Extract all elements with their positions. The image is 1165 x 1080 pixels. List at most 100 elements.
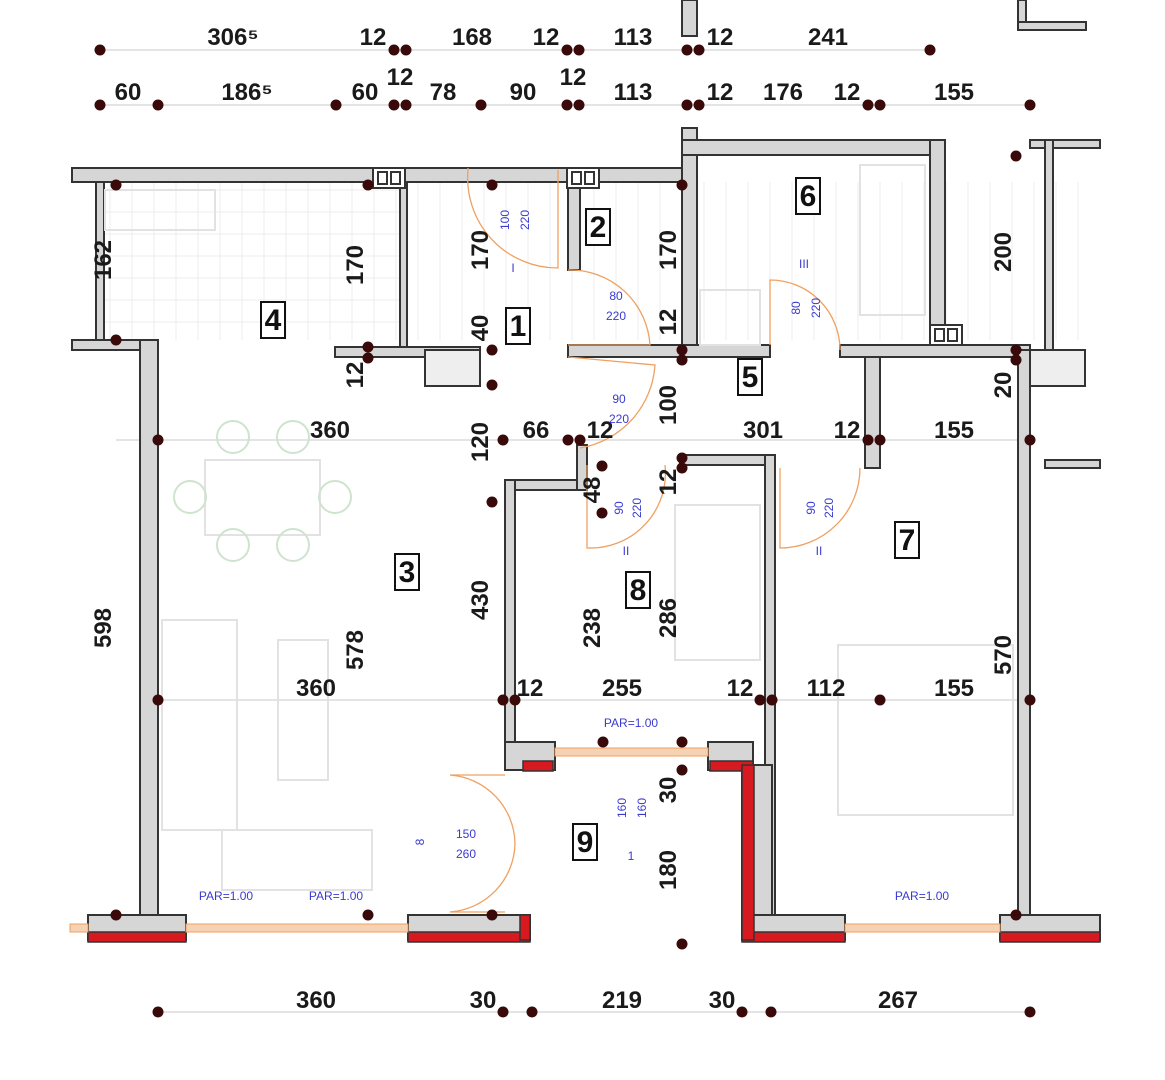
dimension-label: 286 <box>655 598 682 638</box>
room-number-box <box>795 177 821 215</box>
dimension-dot <box>1010 344 1022 356</box>
dimension-label: 12 <box>342 362 369 389</box>
dimension-dot <box>152 694 164 706</box>
room-number: 7 <box>899 524 916 557</box>
room-number: 6 <box>800 180 817 213</box>
dimension-label: 241 <box>808 24 848 51</box>
dimension-dot <box>486 909 498 921</box>
dimension-label: 155 <box>934 675 974 702</box>
dimension-label: 170 <box>655 230 682 270</box>
dimension-label: 578 <box>342 630 369 670</box>
dimension-dot <box>497 694 509 706</box>
door-annotation: III <box>799 257 809 271</box>
dimension-dot <box>362 909 374 921</box>
dimension-dot <box>152 434 164 446</box>
dimension-label: 267 <box>878 987 918 1014</box>
dimension-dot <box>597 736 609 748</box>
dimension-label: 186⁵ <box>221 79 272 106</box>
room-number: 5 <box>742 361 759 394</box>
dimension-label: 12 <box>655 469 682 496</box>
door-annotation: PAR=1.00 <box>199 889 253 903</box>
room-number: 4 <box>265 304 282 337</box>
dimension-dot <box>573 99 585 111</box>
dimension-dot <box>573 44 585 56</box>
dimension-dot <box>400 99 412 111</box>
dimension-dot <box>362 341 374 353</box>
dimension-dot <box>1010 909 1022 921</box>
room-number-box <box>585 208 611 246</box>
door-annotation: 220 <box>609 412 629 426</box>
dimension-label: 219 <box>602 987 642 1014</box>
dimension-label: 100 <box>655 385 682 425</box>
room-number: 8 <box>630 574 647 607</box>
door-annotation: 160 <box>615 798 629 818</box>
dimension-dot <box>400 44 412 56</box>
walls <box>69 0 1101 943</box>
dimension-dot <box>362 352 374 364</box>
dimension-dot <box>874 434 886 446</box>
dimension-dot <box>874 99 886 111</box>
dimension-dot <box>874 694 886 706</box>
door-annotation: 150 <box>456 827 476 841</box>
dimension-dot <box>110 909 122 921</box>
dimension-dot <box>765 1006 777 1018</box>
dimension-dot <box>561 99 573 111</box>
dimension-label: 570 <box>990 635 1017 675</box>
room-number: 3 <box>399 556 416 589</box>
doors <box>449 168 861 913</box>
dimension-dot <box>693 44 705 56</box>
dimension-label: 170 <box>467 230 494 270</box>
dimension-dot <box>497 1006 509 1018</box>
dimension-dot <box>486 379 498 391</box>
dimension-dots <box>94 44 1036 1018</box>
dimension-dot <box>362 179 374 191</box>
dimension-dot <box>110 179 122 191</box>
dimension-label: 360 <box>296 675 336 702</box>
dimension-dot <box>862 99 874 111</box>
dimension-label: 12 <box>360 24 387 51</box>
dimension-dot <box>152 99 164 111</box>
dimension-dot <box>736 1006 748 1018</box>
dimension-dot <box>561 44 573 56</box>
dimension-dot <box>924 44 936 56</box>
door-annotation: I <box>511 261 514 275</box>
dimension-dot <box>486 179 498 191</box>
dimension-label: 113 <box>614 79 653 106</box>
door-annotation: 80 <box>789 301 803 315</box>
dimension-label: 360 <box>296 987 336 1014</box>
dimension-label: 430 <box>467 580 494 620</box>
dimension-dot <box>681 99 693 111</box>
dimension-dot <box>676 736 688 748</box>
dimension-dot <box>1010 354 1022 366</box>
door-annotation: 220 <box>809 298 823 318</box>
dimension-label: 180 <box>655 850 682 890</box>
dimension-dot <box>681 44 693 56</box>
dimension-dot <box>388 99 400 111</box>
dimension-label: 155 <box>934 417 974 444</box>
door-annotation: 90 <box>612 501 626 515</box>
dimension-label: 66 <box>523 417 550 444</box>
dimension-dot <box>676 354 688 366</box>
dimension-label: 301 <box>743 417 783 444</box>
door-annotation: 100 <box>498 210 512 230</box>
door-annotation: 220 <box>606 309 626 323</box>
dimension-label: 78 <box>430 79 457 106</box>
door-annotation: PAR=1.00 <box>895 889 949 903</box>
dimension-label: 12 <box>387 64 414 91</box>
dimension-label: 120 <box>467 422 494 462</box>
dimension-dot <box>676 452 688 464</box>
dimension-dot <box>766 694 778 706</box>
dimension-label: 30 <box>470 987 497 1014</box>
dimension-dot <box>486 496 498 508</box>
dimension-label: 112 <box>807 675 846 702</box>
room-number-box <box>505 307 531 345</box>
dimension-label: 113 <box>614 24 653 51</box>
dimension-dot <box>754 694 766 706</box>
furniture <box>104 164 1014 891</box>
door-annotation: PAR=1.00 <box>604 716 658 730</box>
room-number: 1 <box>510 310 527 343</box>
dimension-dot <box>330 99 342 111</box>
door-annotation: 8 <box>413 838 427 845</box>
